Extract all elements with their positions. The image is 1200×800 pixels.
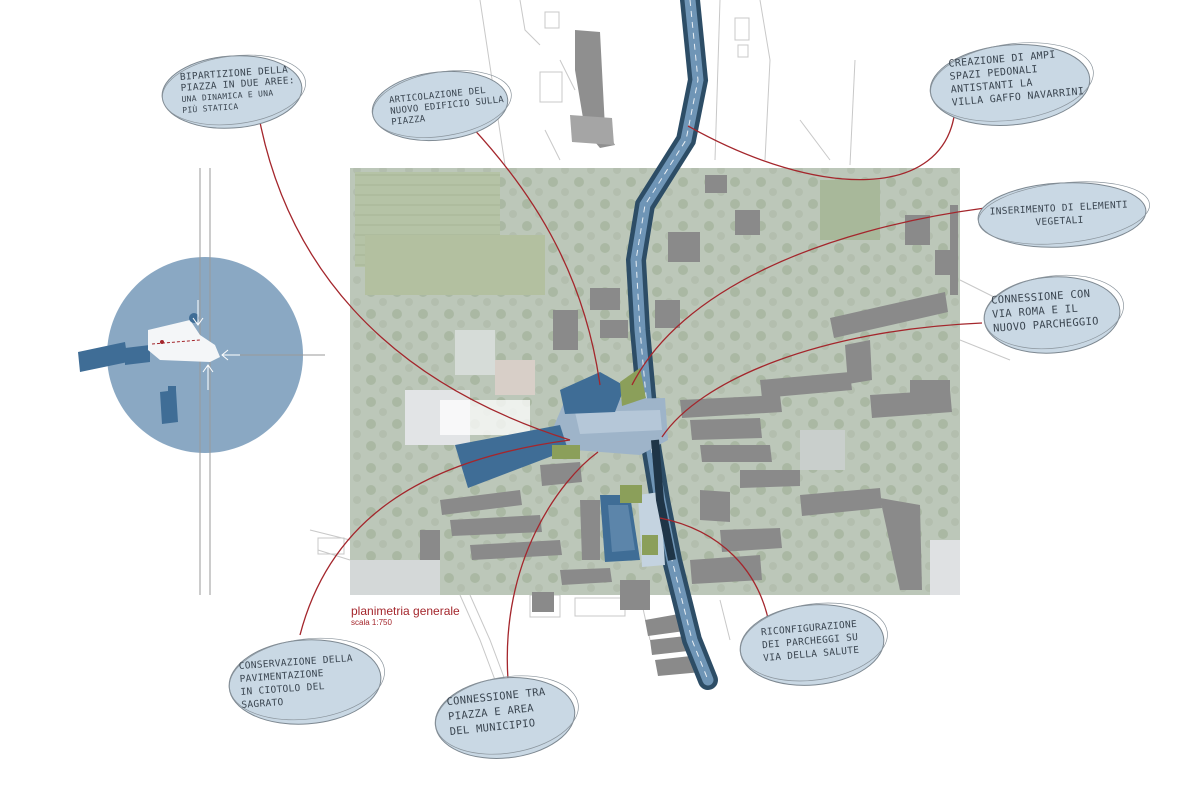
piazza-project (455, 368, 676, 567)
leader-parcheggi (659, 517, 771, 629)
leader-via-roma (661, 322, 983, 438)
location-diagram (78, 168, 325, 595)
north-building (570, 30, 615, 148)
plan-title: planimetria generale (351, 604, 460, 618)
bubble-sketch-strokes (162, 42, 1150, 755)
leader-articolazione (469, 124, 601, 386)
leader-spazi-pedonali (687, 109, 956, 181)
annotation-via-roma: Connessione con via Roma e il nuovo parc… (991, 286, 1100, 335)
annotation-sagrato: Conservazione della pavimentazione in ci… (238, 652, 356, 712)
leader-municipio (506, 451, 599, 681)
bubble-municipio (434, 677, 576, 759)
annotation-parcheggi: Riconfigurazione dei parcheggi su via de… (760, 618, 860, 665)
buildings (420, 175, 958, 676)
leader-sagrato (299, 439, 571, 636)
plan-scale: scala 1:750 (351, 618, 392, 627)
leader-bipartizione (257, 111, 571, 441)
leader-lines (257, 109, 986, 681)
cadastral-outline (309, 0, 1011, 681)
leader-elementi-vegetali (631, 207, 986, 386)
annotation-bipartizione: Bipartizione della piazza in due aree: u… (180, 64, 297, 116)
main-road (625, 0, 718, 690)
